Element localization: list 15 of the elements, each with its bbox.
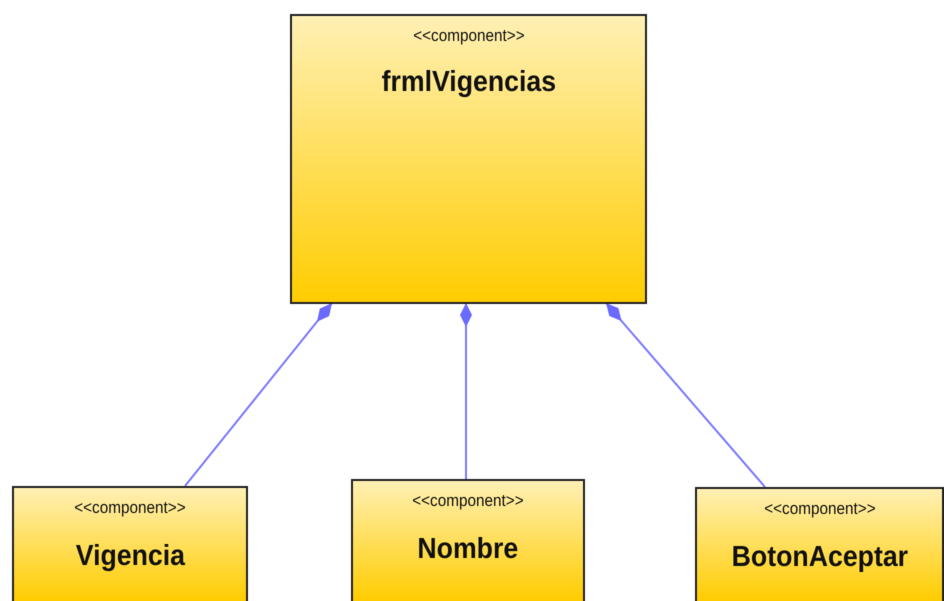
- component-name: Vigencia: [75, 540, 185, 573]
- component-box: [695, 487, 944, 601]
- component-name: Nombre: [418, 533, 518, 566]
- stereotype-label: <<component>>: [412, 26, 524, 46]
- composition-connector: [460, 303, 472, 479]
- component-box: [351, 479, 585, 601]
- component-box: [290, 14, 647, 304]
- component-name: frmlVigencias: [381, 66, 556, 99]
- composition-connector: [184, 302, 333, 487]
- component-box: [12, 486, 248, 601]
- stereotype-label: <<component>>: [74, 498, 186, 518]
- composition-connector: [605, 302, 766, 488]
- component-name: BotonAceptar: [731, 541, 908, 574]
- stereotype-label: <<component>>: [412, 491, 524, 511]
- stereotype-label: <<component>>: [764, 499, 876, 519]
